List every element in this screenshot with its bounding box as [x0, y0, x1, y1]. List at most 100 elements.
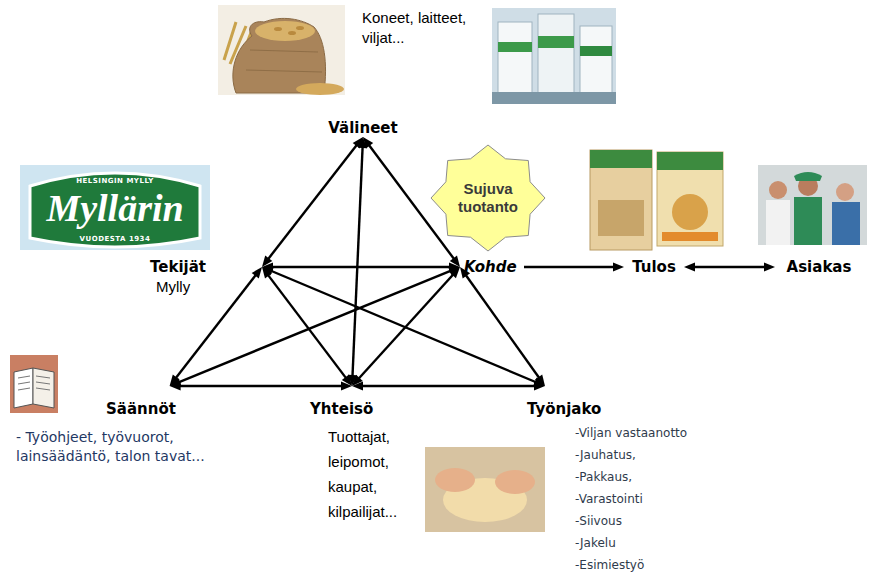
- sack-weave: [246, 50, 322, 72]
- connector-line: [360, 385, 538, 387]
- logo-sky: [20, 165, 210, 250]
- goal-star: Sujuva tuotanto: [430, 144, 546, 252]
- arrowhead: [170, 382, 181, 391]
- box-band: [657, 152, 723, 170]
- person-head: [836, 183, 854, 201]
- arrowhead: [358, 137, 367, 148]
- flour-bags-picture: [492, 8, 616, 104]
- vertex-label: Säännöt: [106, 386, 256, 418]
- person-body: [794, 197, 822, 245]
- bag-stripe: [580, 46, 612, 56]
- arrow-connector: [460, 267, 545, 386]
- person-head: [769, 181, 787, 199]
- arrow-connector: [170, 382, 352, 391]
- connector-line: [177, 385, 344, 387]
- flour-bag: [538, 14, 574, 96]
- note-text: Tuottajat, leipomot, kaupat, kilpailijat…: [328, 424, 428, 524]
- vertex-label: Tulos: [624, 258, 684, 276]
- task-item: -Jakelu: [575, 532, 705, 554]
- arrow-connector: [170, 267, 460, 386]
- connector-line: [177, 270, 453, 383]
- activity-vertex: Työnjako-Viljan vastaanotto-Jauhatus,-Pa…: [525, 386, 705, 576]
- flour-bag: [580, 26, 612, 96]
- hand: [435, 468, 475, 492]
- activity-vertex: Säännöt - Työohjeet, työvuorot, lainsäädä…: [16, 386, 256, 466]
- task-item: -Jauhatus,: [575, 444, 705, 466]
- arrow-connector: [684, 263, 775, 272]
- arrowhead: [684, 263, 695, 272]
- grain-heap: [255, 21, 315, 41]
- book-lines: [18, 376, 50, 390]
- vertex-label: Tekijät: [150, 258, 262, 276]
- logo-wordmark: Myllärin: [20, 186, 210, 230]
- product-box: [657, 152, 723, 246]
- cap: [794, 172, 822, 181]
- bag-stripe: [538, 36, 574, 48]
- actor-name: Mylly: [150, 278, 262, 296]
- photo-ground: [492, 8, 616, 104]
- arrow-connector: [262, 137, 363, 267]
- task-item: -Esimiestyö: [575, 554, 705, 576]
- box-stripe: [662, 232, 718, 241]
- connector-line: [692, 266, 768, 268]
- person-body: [766, 200, 790, 245]
- spilled-grain: [296, 83, 344, 95]
- flour-bag: [498, 22, 532, 96]
- arrowhead: [352, 382, 363, 391]
- sack: [233, 18, 326, 93]
- arrowhead: [341, 382, 352, 391]
- arrowhead: [764, 263, 775, 272]
- task-item: -Siivous: [575, 510, 705, 532]
- activity-vertex: Välineet: [318, 119, 408, 137]
- task-item: -Varastointi: [575, 488, 705, 510]
- vertex-label: Kohde: [460, 258, 524, 276]
- connector-line: [267, 143, 359, 261]
- connector-line: [357, 273, 455, 381]
- hand: [495, 470, 535, 494]
- arrowhead: [262, 267, 274, 275]
- vertex-label: Työnjako: [527, 386, 705, 422]
- example-note: Koneet, laitteet, viljat...: [362, 8, 480, 48]
- photo-ground: [758, 165, 867, 245]
- connector-line: [270, 266, 453, 268]
- arrow-connector: [524, 263, 624, 272]
- task-item: -Viljan vastaanotto: [575, 422, 705, 444]
- grain: [288, 31, 296, 35]
- connector-line: [352, 145, 362, 379]
- bag-stripe: [498, 42, 532, 52]
- arrowhead: [534, 382, 545, 391]
- dough-picture: [425, 447, 545, 532]
- arrowhead: [449, 267, 460, 278]
- arrow-connector: [262, 267, 545, 386]
- vertex-label: Välineet: [318, 119, 408, 137]
- product-box: [590, 150, 652, 250]
- arrow-connector: [348, 137, 367, 386]
- label-box: VUODESTA 1934: [20, 235, 210, 244]
- label-box: HELSINGIN MYLLY: [20, 177, 210, 186]
- star-shape: [431, 145, 545, 251]
- grain-sack-picture: [218, 5, 345, 95]
- connector-line: [465, 273, 541, 379]
- activity-vertex: YhteisöTuottajat, leipomot, kaupat, kilp…: [308, 386, 428, 524]
- myllarin-logo: [20, 165, 210, 250]
- grain: [274, 27, 282, 31]
- connector-line: [524, 266, 616, 268]
- person-body: [832, 202, 860, 245]
- label-box: Myllärin: [20, 186, 210, 230]
- note-text: - Työohjeet, työvuorot, lainsäädäntö, ta…: [16, 428, 241, 466]
- activity-vertex: TekijätMylly: [150, 258, 262, 296]
- arrow-connector: [352, 382, 545, 391]
- box-picture: [598, 200, 644, 236]
- photo-ground: [218, 5, 345, 95]
- porridge-bowl: [672, 194, 708, 230]
- vertex-label: Asiakas: [775, 258, 863, 276]
- connector-line: [269, 270, 538, 383]
- logo-text: HELSINGIN MYLLY: [20, 177, 210, 186]
- icon-ground: [10, 355, 58, 413]
- product-boxes-picture: [590, 150, 723, 250]
- vertex-label: Yhteisö: [310, 386, 428, 418]
- label-box: Koneet, laitteet, viljat...: [362, 8, 480, 48]
- arrow-connector: [352, 267, 460, 386]
- grain: [296, 26, 304, 30]
